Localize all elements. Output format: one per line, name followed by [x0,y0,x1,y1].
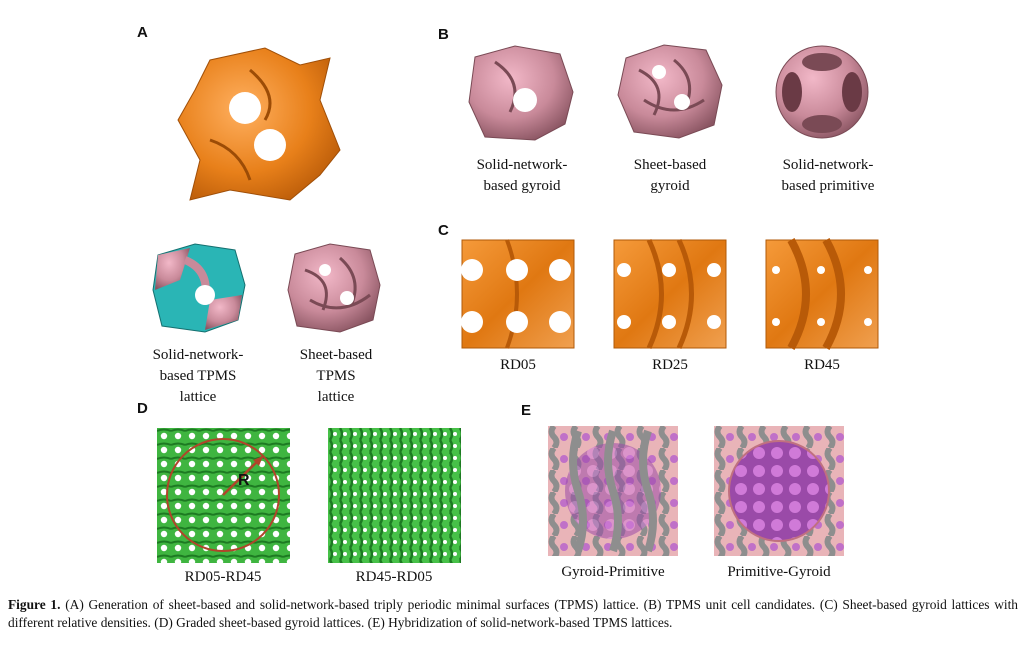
rd25-render [613,238,727,350]
solid-network-primitive-render [775,45,869,139]
sheet-gyroid-orange-render [177,47,341,201]
sheet-tpms-lattice-render [287,243,381,333]
panel-letter-b: B [438,26,449,43]
rd45-render [765,238,879,350]
label-solid-network-primitive: Solid-network- based primitive [781,157,875,194]
label-rd05-rd45: RD05-RD45 [184,569,262,585]
panel-letter-c: C [438,222,449,239]
label-gyroid-primitive: Gyroid-Primitive [561,564,665,580]
panel-letter-e: E [521,402,532,419]
label-solid-network-tpms-lattice: Solid-network- based TPMS lattice [152,347,244,405]
label-rd05: RD05 [500,357,536,373]
label-rd25: RD25 [652,357,688,373]
gyroid-primitive-hybrid-render [548,426,678,556]
solid-network-tpms-lattice-render [152,243,246,333]
panel-letter-d: D [137,400,148,417]
sheet-gyroid-render [617,44,723,139]
figure-caption-label: Figure 1. [8,597,61,612]
label-sheet-gyroid: Sheet-based gyroid [633,157,707,194]
solid-network-gyroid-render [468,45,574,141]
rd05-rd45-graded-render [157,428,290,563]
figure-caption: Figure 1. (A) Generation of sheet-based … [8,596,1018,632]
primitive-gyroid-hybrid-render [714,426,844,556]
panel-letter-a: A [137,24,148,41]
label-rd45-rd05: RD45-RD05 [355,569,433,585]
label-primitive-gyroid: Primitive-Gyroid [727,564,831,580]
radius-label: R [238,472,250,489]
rd45-rd05-graded-render [328,428,461,563]
label-rd45: RD45 [804,357,840,373]
rd05-render [461,239,575,349]
figure-caption-text: (A) Generation of sheet-based and solid-… [8,597,1019,630]
label-sheet-tpms-lattice: Sheet-based TPMS lattice [299,347,373,405]
label-solid-network-gyroid: Solid-network- based gyroid [476,157,568,194]
